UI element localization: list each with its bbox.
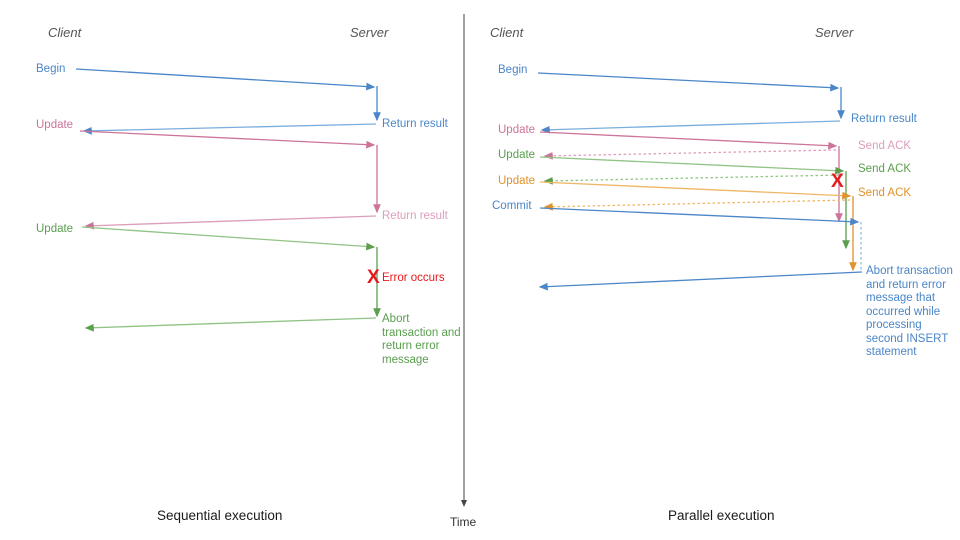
right-arrow-update-pink (539, 131, 838, 150)
left-client-label-update-2: Update (36, 223, 74, 235)
right-client-label-update-1: Update (498, 124, 536, 136)
right-client-label-commit: Commit (492, 200, 532, 212)
left-arrow-update-pink (79, 130, 376, 149)
left-arrow-begin (75, 68, 376, 91)
right-arrow-begin (537, 72, 840, 92)
right-server-label-abort: Abort transaction and return error messa… (866, 265, 953, 358)
left-client-label-update-1: Update (36, 119, 74, 131)
left-server-label-abort: Abort transaction and return error messa… (382, 313, 461, 366)
left-actor-client: Client (48, 25, 82, 40)
left-server-label-return-1: Return result (382, 118, 448, 130)
left-error-x-icon: X (367, 267, 380, 288)
right-client-label-begin: Begin (498, 64, 528, 76)
left-diagram-arrows (75, 68, 381, 332)
right-arrow-abort-blue (538, 271, 863, 291)
left-arrow-abort-green (84, 317, 377, 332)
right-server-label-ack-1: Send ACK (858, 140, 912, 152)
right-arrow-update-green (539, 156, 845, 175)
right-actor-server: Server (815, 25, 854, 40)
right-server-label-ack-3: Send ACK (858, 187, 912, 199)
left-arrow-return-blue (82, 123, 377, 135)
left-client-label-begin: Begin (36, 63, 66, 75)
right-server-label-ack-2: Send ACK (858, 163, 912, 175)
right-arrow-ack-green (543, 174, 844, 185)
left-error-label: Error occurs (382, 272, 445, 284)
right-actor-client: Client (490, 25, 524, 40)
left-caption: Sequential execution (157, 508, 283, 523)
left-actor-server: Server (350, 25, 389, 40)
right-arrow-ack-orange (543, 199, 851, 211)
left-arrow-update-green (81, 226, 376, 251)
right-error-x-icon: X (831, 171, 844, 192)
right-caption: Parallel execution (668, 508, 775, 523)
time-axis-label: Time (450, 515, 477, 529)
right-diagram-arrows (537, 72, 863, 291)
right-arrow-ack-pink (543, 149, 837, 160)
right-client-label-update-3: Update (498, 175, 536, 187)
left-server-label-return-2: Return result (382, 210, 448, 222)
right-arrow-return-blue (540, 120, 841, 134)
left-arrow-return-pink (84, 215, 377, 230)
right-server-label-return: Return result (851, 113, 917, 125)
right-client-label-update-2: Update (498, 149, 536, 161)
right-arrow-commit (539, 207, 860, 226)
right-arrow-update-orange (539, 181, 852, 200)
